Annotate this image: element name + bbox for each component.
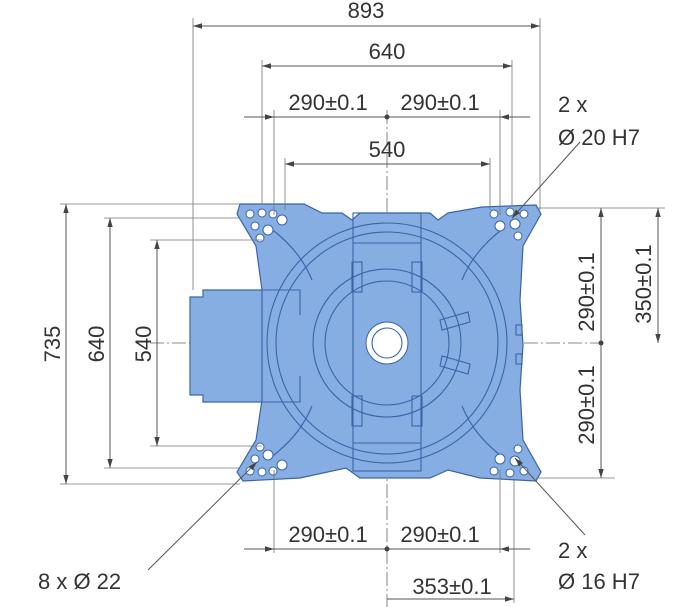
dim-height-640: 640 [84,326,109,363]
dim-right-upper-290: 290±0.1 [574,252,599,331]
dim-height-540: 540 [131,326,156,363]
dim-top-left-290: 290±0.1 [288,90,367,115]
mount-holes [245,207,529,478]
side-flange [189,289,271,403]
dim-height-735: 735 [40,326,65,363]
dim-width-540: 540 [369,137,406,162]
dim-top-right-290: 290±0.1 [400,90,479,115]
dim-right-lower-290: 290±0.1 [574,365,599,444]
callout-mount-holes: 8 x Ø 22 [38,569,121,594]
dim-bottom-right-290: 290±0.1 [400,522,479,547]
callout-pin-top-count: 2 x [558,92,587,117]
dim-bottom-left-290: 290±0.1 [288,522,367,547]
dimension-lines [63,23,661,602]
dim-overall-width: 893 [348,0,385,23]
dim-width-640: 640 [369,39,406,64]
dim-right-350: 350±0.1 [631,244,656,323]
dimension-labels: 893 640 290±0.1 290±0.1 540 290±0.1 290±… [40,0,656,599]
callout-pin-top-spec: Ø 20 H7 [558,125,640,150]
dim-bottom-353: 353±0.1 [412,574,491,599]
callout-pin-bottom-count: 2 x [558,538,587,563]
callouts: 2 x Ø 20 H7 2 x Ø 16 H7 8 x Ø 22 [38,92,640,594]
callout-pin-bottom-spec: Ø 16 H7 [558,569,640,594]
rotary-table-body [189,203,542,482]
